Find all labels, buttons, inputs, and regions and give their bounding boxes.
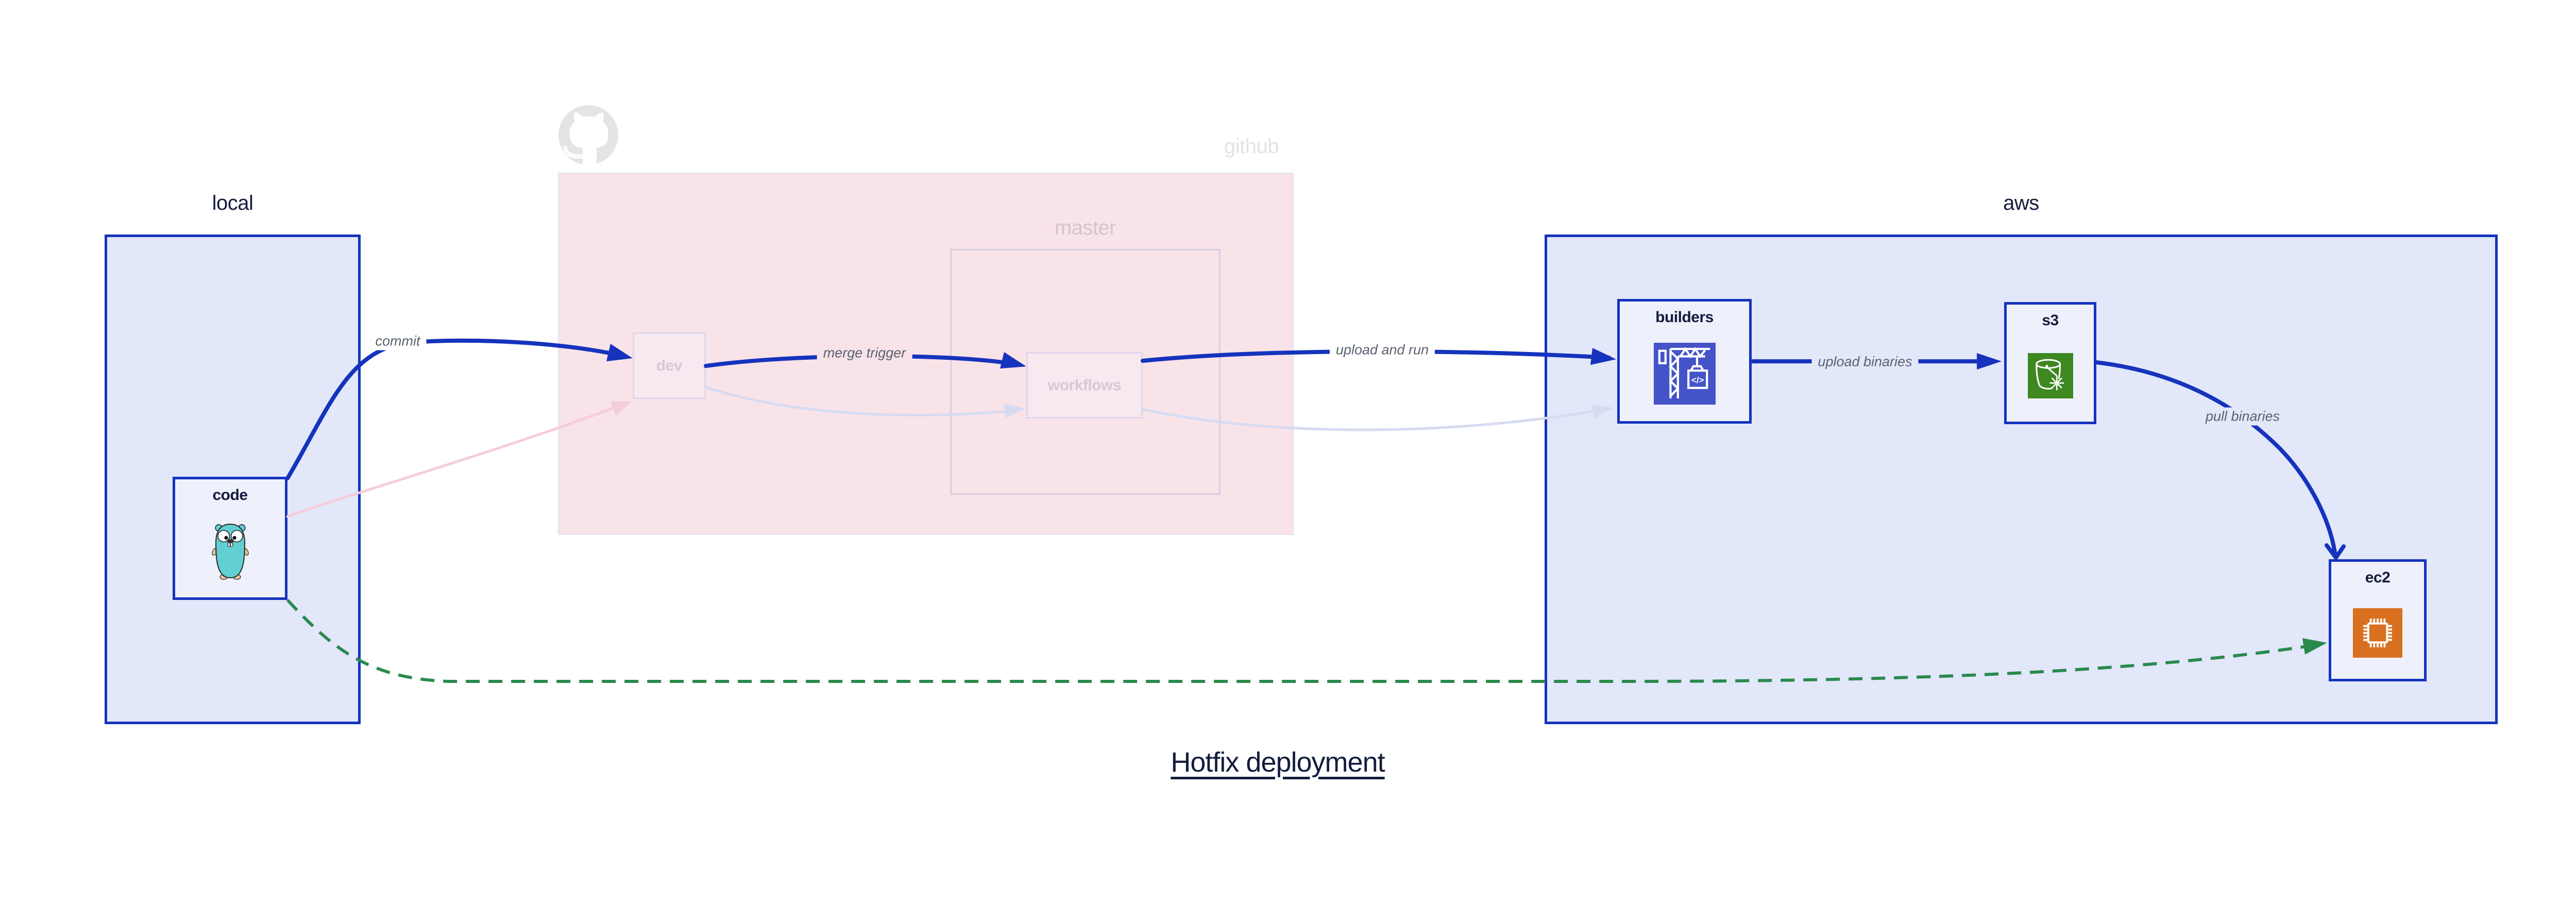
group-master <box>950 249 1221 495</box>
node-code: code <box>173 477 287 600</box>
edge-label-merge-trigger: merge trigger <box>817 344 912 362</box>
node-dev: dev <box>633 332 706 399</box>
svg-text:</>: </> <box>1691 375 1704 385</box>
edge-label-pull-binaries: pull binaries <box>2199 407 2286 426</box>
group-label-local: local <box>212 192 253 214</box>
group-label-master: master <box>1054 216 1116 239</box>
node-label-ec2: ec2 <box>2365 569 2391 586</box>
ec2-chip-icon <box>2353 587 2402 679</box>
edge-label-commit: commit <box>369 332 427 350</box>
node-s3: s3 <box>2004 302 2096 424</box>
github-octocat-icon <box>557 104 619 166</box>
edge-label-upload-and-run: upload and run <box>1329 341 1435 359</box>
node-builders: builders </> <box>1617 299 1752 424</box>
go-gopher-icon <box>210 504 251 597</box>
group-label-github: github <box>1224 135 1279 158</box>
node-label-dev: dev <box>656 357 683 374</box>
node-ec2: ec2 <box>2329 559 2427 681</box>
node-label-s3: s3 <box>2042 312 2059 329</box>
codebuild-crane-icon: </> <box>1653 326 1716 421</box>
node-label-code: code <box>212 487 248 504</box>
group-label-aws: aws <box>2003 192 2039 214</box>
diagram-title: Hotfix deployment <box>1171 747 1385 778</box>
node-label-builders: builders <box>1655 309 1714 326</box>
s3-glacier-bucket-icon <box>2027 329 2073 422</box>
node-label-workflows: workflows <box>1047 376 1122 394</box>
edge-label-upload-binaries: upload binaries <box>1811 353 1919 371</box>
node-workflows: workflows <box>1026 352 1143 419</box>
